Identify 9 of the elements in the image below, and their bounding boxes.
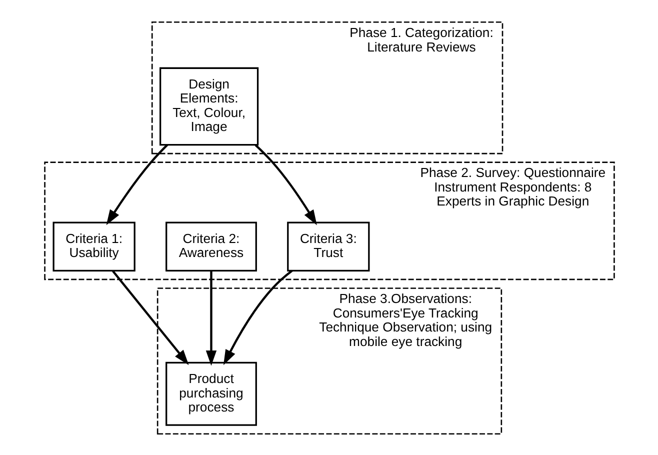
node-box: Criteria 2: Awareness bbox=[165, 221, 256, 272]
node-box: Criteria 3: Trust bbox=[286, 221, 370, 272]
arrow bbox=[205, 270, 216, 366]
node-box: Product purchasing process bbox=[165, 361, 256, 426]
arrow bbox=[254, 144, 316, 225]
arrow bbox=[106, 144, 168, 225]
node-box: Design Elements: Text, Colour, Image bbox=[159, 66, 258, 146]
node-box: Criteria 1: Usability bbox=[52, 221, 135, 272]
arrow bbox=[112, 270, 188, 365]
